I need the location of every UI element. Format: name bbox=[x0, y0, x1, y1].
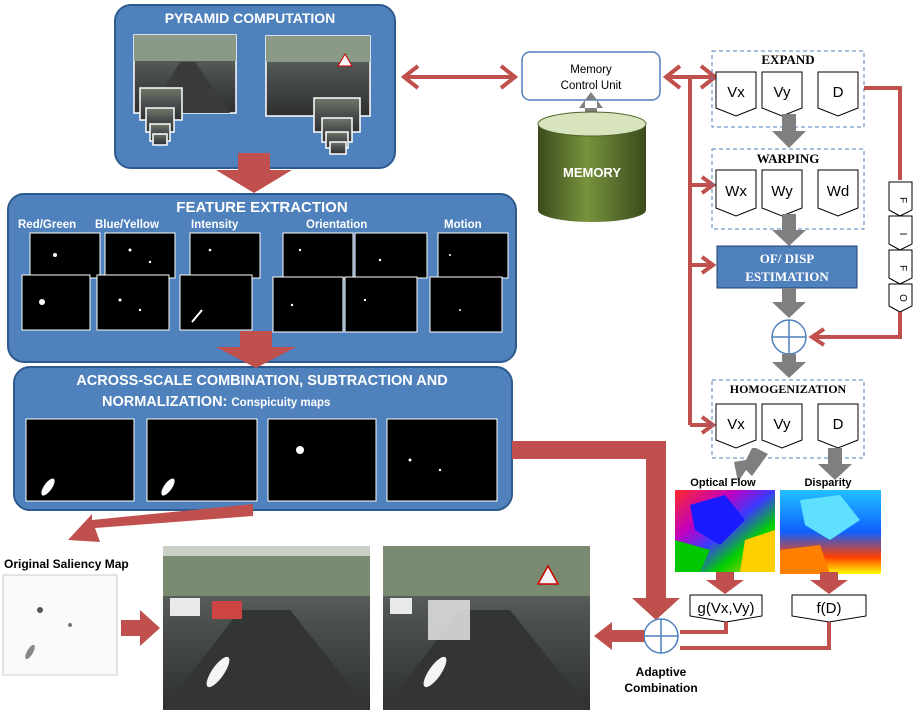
label-intensity: Intensity bbox=[191, 219, 239, 231]
feature-maps bbox=[21, 232, 509, 333]
g-label: g(Vx,Vy) bbox=[698, 600, 755, 617]
homog-cell-vx: Vx bbox=[727, 416, 745, 433]
conspicuity-highlights bbox=[41, 446, 442, 496]
warping-cell-wd: Wd bbox=[827, 183, 850, 200]
across-title-line1: ACROSS-SCALE COMBINATION, SUBTRACTION AN… bbox=[76, 373, 447, 389]
saliency-label: Original Saliency Map bbox=[4, 557, 129, 571]
g-box bbox=[689, 594, 763, 623]
memory-control-line1: Memory bbox=[570, 64, 612, 76]
warping-cell-wx: Wx bbox=[725, 183, 747, 200]
estimation-line2: ESTIMATION bbox=[745, 269, 829, 284]
expand-cell-d: D bbox=[833, 84, 844, 101]
adaptive-line1: Adaptive bbox=[636, 665, 687, 679]
warping-cell-wy: Wy bbox=[771, 183, 793, 200]
homog-cell-vy: Vy bbox=[774, 416, 791, 433]
warping-cells bbox=[715, 169, 859, 217]
arrow-across-to-adaptive bbox=[512, 441, 680, 620]
arrow-gf-to-adaptive bbox=[680, 622, 831, 650]
label-red-green: Red/Green bbox=[18, 219, 76, 231]
saliency-map-image bbox=[2, 574, 118, 676]
pyramid-image-left bbox=[133, 34, 237, 146]
label-motion: Motion bbox=[444, 219, 482, 231]
memory-label: MEMORY bbox=[563, 165, 621, 180]
optical-flow-label: Optical Flow bbox=[690, 477, 756, 489]
feature-map-highlights bbox=[39, 248, 461, 323]
optical-flow-image bbox=[675, 490, 775, 572]
arrow-homog-to-of bbox=[734, 448, 768, 482]
disparity-image bbox=[780, 490, 881, 574]
warping-title: WARPING bbox=[757, 151, 820, 166]
arrow-pyramid-to-feature bbox=[216, 153, 292, 193]
expand-title: EXPAND bbox=[761, 52, 814, 67]
adaptive-line2: Combination bbox=[624, 681, 697, 695]
pyramid-title: PYRAMID COMPUTATION bbox=[165, 10, 336, 26]
homogenization-title: HOMOGENIZATION bbox=[730, 382, 847, 396]
pyramid-image-right bbox=[265, 35, 371, 155]
arrow-saliency-to-result bbox=[121, 610, 160, 646]
homog-cell-d: D bbox=[833, 416, 844, 433]
arrow-of-to-g bbox=[706, 572, 744, 594]
disparity-label: Disparity bbox=[804, 477, 852, 489]
homogenization-box bbox=[711, 379, 865, 459]
arrow-estimation-to-adder bbox=[772, 288, 806, 318]
fifo-stack bbox=[888, 181, 913, 313]
fifo-f2: F bbox=[897, 265, 908, 271]
fifo-o: O bbox=[897, 294, 908, 302]
feature-title: FEATURE EXTRACTION bbox=[176, 199, 347, 216]
result-image-2 bbox=[383, 546, 590, 710]
adaptive-adder bbox=[643, 618, 679, 654]
arrow-d-to-fifo bbox=[864, 86, 902, 180]
adder-top bbox=[771, 319, 807, 355]
f-box bbox=[791, 594, 867, 623]
label-orientation: Orientation bbox=[306, 219, 367, 231]
expand-cells bbox=[715, 71, 859, 117]
conspicuity-maps bbox=[25, 418, 498, 502]
arrow-across-to-saliency bbox=[68, 504, 253, 542]
arrow-disp-to-f bbox=[810, 572, 848, 594]
across-title-line2: NORMALIZATION:Conspicuity maps bbox=[102, 394, 330, 410]
f-label: f(D) bbox=[817, 600, 842, 617]
memory-bus bbox=[688, 77, 717, 435]
arrow-homog-to-disp bbox=[818, 448, 852, 480]
expand-cell-vy: Vy bbox=[774, 84, 791, 101]
arrow-fifo-to-adder bbox=[808, 312, 902, 347]
label-blue-yellow: Blue/Yellow bbox=[95, 219, 159, 231]
arrow-pyramid-memory bbox=[400, 64, 519, 90]
arrow-feature-to-across bbox=[216, 331, 296, 368]
arrow-warping-to-estimation bbox=[772, 214, 806, 246]
memory-database: MEMORY bbox=[537, 111, 647, 222]
arrow-adder-to-homog bbox=[772, 354, 806, 378]
arrow-adaptive-to-result bbox=[594, 622, 644, 650]
estimation-line1: OF/ DISP bbox=[760, 251, 815, 266]
result-image-1 bbox=[163, 546, 370, 710]
memory-control-line2: Control Unit bbox=[561, 80, 623, 92]
fifo-i: I bbox=[897, 233, 908, 236]
arrow-expand-to-warping bbox=[772, 114, 806, 148]
homog-cells bbox=[715, 403, 859, 449]
expand-cell-vx: Vx bbox=[727, 84, 745, 101]
fifo-f1: F bbox=[897, 197, 908, 203]
